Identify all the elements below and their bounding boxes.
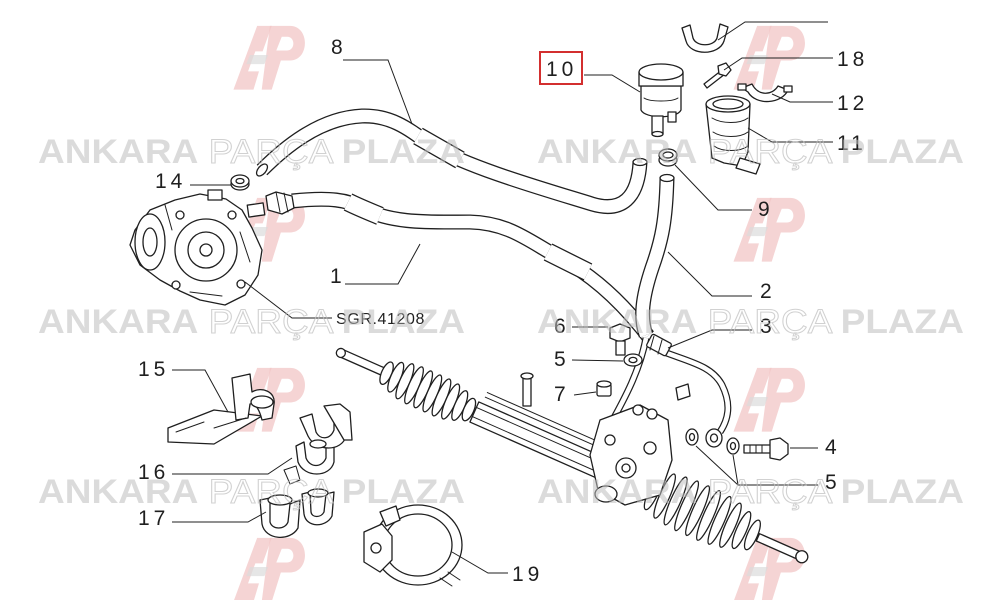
- reservoir-bracket-11: [705, 95, 761, 175]
- washer-5-lower-b: [726, 437, 740, 455]
- watermark-text: ANKARA PARÇA PLAZA: [38, 473, 465, 511]
- clip-16: [283, 403, 353, 485]
- callouts: 8 10 18 12 11 14 9 1 2 SGR.41208 3 6 5 7…: [138, 36, 868, 586]
- callout-14[interactable]: 14: [155, 170, 186, 193]
- callout-1[interactable]: 1: [330, 265, 346, 288]
- banjo-fitting: [705, 428, 723, 448]
- watermark-word-parca: PARÇA: [708, 303, 833, 341]
- callout-11[interactable]: 11: [837, 132, 867, 155]
- callout-5-upper[interactable]: 5: [554, 348, 570, 371]
- screw-18: [703, 62, 732, 89]
- steering-rack: [335, 347, 809, 564]
- watermark-word-ankara: ANKARA: [38, 303, 198, 341]
- cap-7: [596, 380, 612, 397]
- callout-9[interactable]: 9: [758, 198, 774, 221]
- callout-6[interactable]: 6: [554, 315, 570, 338]
- callout-4[interactable]: 4: [825, 436, 841, 459]
- callout-5-lower[interactable]: 5: [825, 471, 841, 494]
- watermark-word-plaza: PLAZA: [342, 303, 465, 341]
- banjo-bolt-4: [743, 437, 789, 461]
- fitting-14-ring: [230, 174, 250, 191]
- callout-7[interactable]: 7: [554, 383, 570, 406]
- watermark-word-plaza: PLAZA: [342, 473, 465, 511]
- callout-17[interactable]: 17: [138, 507, 169, 530]
- washer-5-upper: [623, 353, 643, 367]
- clip-15: [167, 373, 275, 445]
- watermark-word-parca: PARÇA: [209, 303, 334, 341]
- watermark-word-plaza: PLAZA: [342, 133, 465, 171]
- ap-logo-watermark: [233, 25, 305, 90]
- watermark-text: ANKARA PARÇA PLAZA: [38, 133, 465, 171]
- watermark-word-plaza: PLAZA: [841, 133, 964, 171]
- watermark-text: ANKARA PARÇA PLAZA: [537, 473, 964, 511]
- watermark-word-ankara: ANKARA: [38, 133, 198, 171]
- watermark-text: ANKARA PARÇA PLAZA: [38, 303, 465, 341]
- hose-clamp-19: [363, 504, 463, 587]
- watermark-word-ankara: ANKARA: [537, 303, 697, 341]
- watermark-word-parca: PARÇA: [209, 473, 334, 511]
- watermark-word-parca: PARÇA: [209, 133, 334, 171]
- callout-19[interactable]: 19: [512, 563, 543, 586]
- washer-5-lower-a: [685, 428, 699, 446]
- callout-3[interactable]: 3: [760, 315, 776, 338]
- return-hose-2: [643, 175, 675, 336]
- callout-2[interactable]: 2: [760, 280, 776, 303]
- watermark-word-parca: PARÇA: [708, 133, 833, 171]
- steering-valve-housing: [589, 383, 691, 506]
- clamp-12: [737, 83, 793, 103]
- watermark-text: ANKARA PARÇA PLAZA: [537, 303, 964, 341]
- callout-sgr-41208[interactable]: SGR.41208: [336, 311, 425, 328]
- hose-collar-3: [646, 333, 672, 357]
- watermark-text: ANKARA PARÇA PLAZA: [537, 133, 964, 171]
- callout-16[interactable]: 16: [138, 461, 169, 484]
- watermark-word-parca: PARÇA: [708, 473, 833, 511]
- pressure-hose-1: [265, 191, 648, 336]
- text-watermarks: ANKARA PARÇA PLAZA ANKARA PARÇA PLAZA AN…: [38, 133, 964, 512]
- hose-clamp-9: [658, 148, 678, 167]
- watermark-word-ankara: ANKARA: [537, 473, 697, 511]
- leader-lines: [172, 21, 833, 574]
- power-steering-pump: [129, 189, 266, 306]
- top-bracket: [681, 23, 729, 53]
- watermark-word-plaza: PLAZA: [841, 303, 964, 341]
- callout-10[interactable]: 10: [546, 58, 577, 81]
- fluid-reservoir-10: [638, 63, 684, 138]
- watermark-word-plaza: PLAZA: [841, 473, 964, 511]
- rack-upper-fitting: [520, 372, 534, 407]
- callout-18[interactable]: 18: [837, 48, 868, 71]
- callout-10-highlight-box: [539, 51, 583, 85]
- ap-logo-watermark: [733, 367, 805, 432]
- callout-12[interactable]: 12: [837, 92, 868, 115]
- watermark-word-ankara: ANKARA: [537, 133, 697, 171]
- callout-15[interactable]: 15: [138, 358, 169, 381]
- watermark-word-ankara: ANKARA: [38, 473, 198, 511]
- return-hose-8: [254, 116, 648, 207]
- bolt-6: [609, 323, 631, 356]
- callout-8[interactable]: 8: [331, 36, 347, 59]
- ap-logo-watermark: [233, 537, 305, 600]
- clip-17: [259, 488, 335, 538]
